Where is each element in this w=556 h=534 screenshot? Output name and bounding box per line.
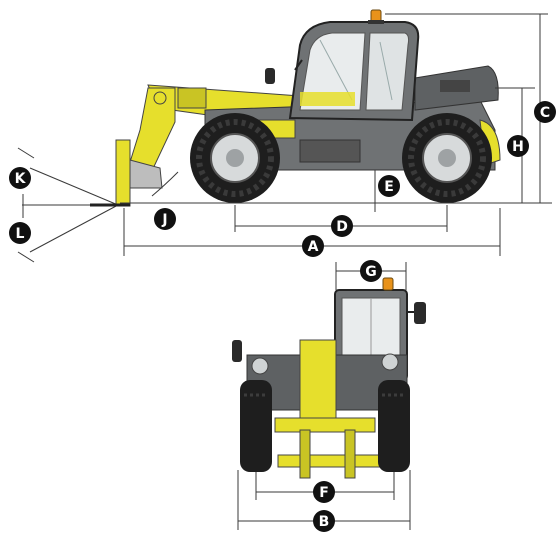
telescopic-boom bbox=[125, 84, 301, 176]
badge-g-text: G bbox=[365, 264, 377, 280]
badge-a: A bbox=[302, 235, 324, 257]
badge-b-text: B bbox=[319, 514, 330, 530]
side-mirror bbox=[265, 59, 303, 84]
badge-f-text: F bbox=[319, 485, 329, 501]
fork-carriage bbox=[90, 139, 163, 207]
badge-k-text: K bbox=[15, 171, 27, 187]
badge-c: C bbox=[534, 101, 556, 123]
badge-j: J bbox=[154, 208, 176, 230]
front-view-left-tire bbox=[240, 380, 272, 472]
badge-f: F bbox=[313, 481, 335, 503]
badge-h: H bbox=[507, 135, 529, 157]
badge-l: L bbox=[9, 222, 31, 244]
front-wheel bbox=[190, 113, 280, 203]
front-view-right-tire bbox=[378, 380, 410, 472]
badge-b: B bbox=[313, 510, 335, 532]
badge-c-text: C bbox=[540, 105, 550, 121]
front-view: G F B bbox=[232, 260, 426, 532]
side-view: C H E D A J K L bbox=[9, 9, 556, 263]
engine-hood bbox=[414, 65, 499, 111]
badge-a-text: A bbox=[308, 239, 319, 255]
rear-wheel bbox=[402, 113, 492, 203]
badge-k: K bbox=[9, 167, 31, 189]
badge-h-text: H bbox=[512, 139, 524, 155]
badge-d: D bbox=[331, 215, 353, 237]
beacon-light bbox=[368, 9, 384, 24]
badge-l-text: L bbox=[16, 226, 25, 242]
badge-j-text: J bbox=[161, 212, 167, 228]
operator-cab bbox=[288, 21, 420, 122]
badge-d-text: D bbox=[336, 219, 348, 235]
badge-e-text: E bbox=[384, 179, 394, 195]
badge-e: E bbox=[378, 175, 400, 197]
fork-angle-lines bbox=[17, 147, 120, 263]
front-mirrors bbox=[232, 302, 426, 362]
badge-g: G bbox=[360, 260, 382, 282]
